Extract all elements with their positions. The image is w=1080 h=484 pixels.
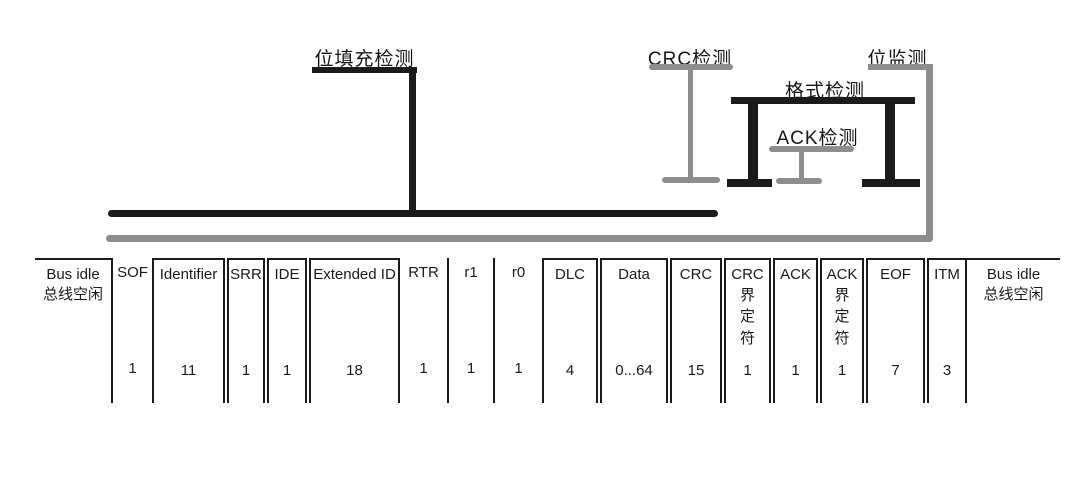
- field-cell-r1: r1 1: [449, 258, 495, 403]
- field-label: Bus idle 总线空闲: [983, 266, 1044, 303]
- field-bits: 1: [514, 360, 523, 377]
- format-check-left-foot: [727, 179, 772, 187]
- field-cell-itm: ITM 3: [927, 258, 967, 403]
- field-bits: 1: [282, 362, 292, 379]
- field-bits: 1: [466, 360, 476, 377]
- field-cell-extended-id: Extended ID 18: [309, 258, 400, 403]
- field-bits: 1: [241, 362, 251, 379]
- field-cell-rtr: RTR 1: [400, 258, 449, 403]
- bit-monitoring-top-bar: [868, 64, 932, 70]
- field-bits: 1: [743, 362, 752, 379]
- crc-check-top-bar: [649, 64, 733, 70]
- field-label: SRR: [230, 266, 262, 283]
- format-check-left-leg: [748, 97, 758, 183]
- field-label: Bus idle 总线空闲: [42, 266, 103, 303]
- bit-monitoring-drop-line: [926, 64, 933, 242]
- field-label: RTR: [408, 264, 439, 281]
- ack-check-foot-bar: [776, 178, 822, 184]
- field-bits: 7: [891, 362, 900, 379]
- bit-stuffing-bracket-drop-line: [409, 67, 416, 217]
- field-label: SOF: [117, 264, 148, 281]
- field-bits: 11: [180, 362, 197, 379]
- field-label: ACK: [780, 266, 811, 283]
- frame-field-table: Bus idle 总线空闲 SOF 1 Identifier 11 SRR 1 …: [35, 258, 1060, 403]
- field-label: CRC: [679, 266, 713, 283]
- field-cell-ide: IDE 1: [267, 258, 307, 403]
- field-bits: 4: [565, 362, 575, 379]
- field-bits: 0...64: [615, 362, 653, 379]
- field-cell-srr: SRR 1: [227, 258, 265, 403]
- crc-check-foot-bar: [662, 177, 720, 183]
- field-cell-identifier: Identifier 11: [152, 258, 225, 403]
- field-cell-sof: SOF 1: [113, 258, 152, 403]
- field-cell-eof: EOF 7: [866, 258, 925, 403]
- field-bits: 1: [791, 362, 800, 379]
- field-label: r1: [464, 264, 478, 281]
- field-label: Identifier: [159, 266, 218, 283]
- field-cell-dlc: DLC 4: [542, 258, 598, 403]
- field-cell-crc: CRC 15: [670, 258, 722, 403]
- format-check-label: 格式检测: [784, 81, 865, 102]
- ack-check-label: ACK检测: [776, 128, 859, 149]
- field-label: IDE: [274, 266, 300, 283]
- field-label: ACK 界定符: [826, 266, 858, 347]
- field-label: Data: [618, 266, 650, 283]
- field-cell-crc-delimiter: CRC 界定符 1: [724, 258, 771, 403]
- format-check-right-leg: [885, 97, 895, 183]
- field-label: DLC: [554, 266, 585, 283]
- field-cell-ack-delimiter: ACK 界定符 1: [820, 258, 864, 403]
- field-label: ITM: [934, 266, 960, 283]
- field-label: r0: [511, 264, 526, 281]
- bit-stuffing-bracket-top-bar: [312, 67, 417, 73]
- field-bits: 18: [346, 362, 363, 379]
- field-cell-data: Data 0...64: [600, 258, 668, 403]
- field-bits: 1: [419, 360, 428, 377]
- field-bits: 15: [687, 362, 705, 379]
- ack-check-stem-line: [799, 150, 804, 182]
- format-check-top-bar: [731, 97, 915, 104]
- field-cell-bus-idle-left: Bus idle 总线空闲: [35, 258, 113, 403]
- field-cell-r0: r0 1: [495, 258, 542, 403]
- bit-stuffing-coverage-line: [108, 210, 718, 217]
- field-cell-ack: ACK 1: [773, 258, 818, 403]
- field-label: EOF: [880, 266, 911, 283]
- field-label: Extended ID: [313, 266, 396, 283]
- field-bits: 1: [128, 360, 137, 377]
- field-label: CRC 界定符: [731, 266, 764, 347]
- ack-check-top-bar: [769, 146, 854, 152]
- format-check-right-foot: [862, 179, 920, 187]
- field-bits: 3: [942, 362, 952, 379]
- field-bits: 1: [837, 362, 847, 379]
- field-cell-bus-idle-right: Bus idle 总线空闲: [967, 258, 1060, 403]
- bit-monitoring-coverage-line: [106, 235, 933, 242]
- crc-check-stem-line: [688, 68, 693, 180]
- bit-stuffing-label: 位填充检测: [314, 49, 415, 70]
